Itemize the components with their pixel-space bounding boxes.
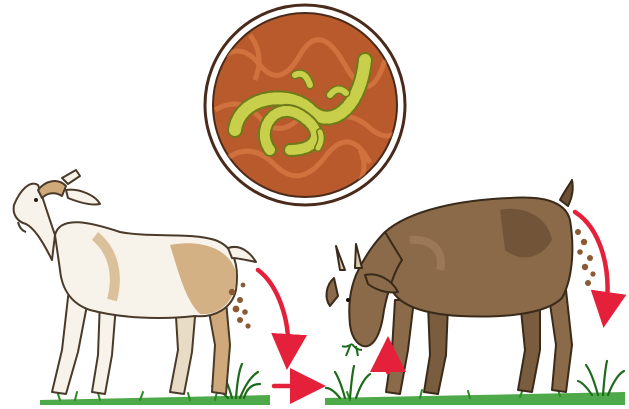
feces-pellets-icon xyxy=(229,283,251,329)
brown-goat-grazing-icon xyxy=(327,180,573,394)
feces-pellets-icon xyxy=(575,229,596,286)
arrow-down-icon xyxy=(258,270,288,352)
white-goat-shedding-feces-icon xyxy=(14,170,256,394)
arrow-down-icon xyxy=(575,212,608,310)
magnified-worms-circle-icon xyxy=(205,5,405,205)
